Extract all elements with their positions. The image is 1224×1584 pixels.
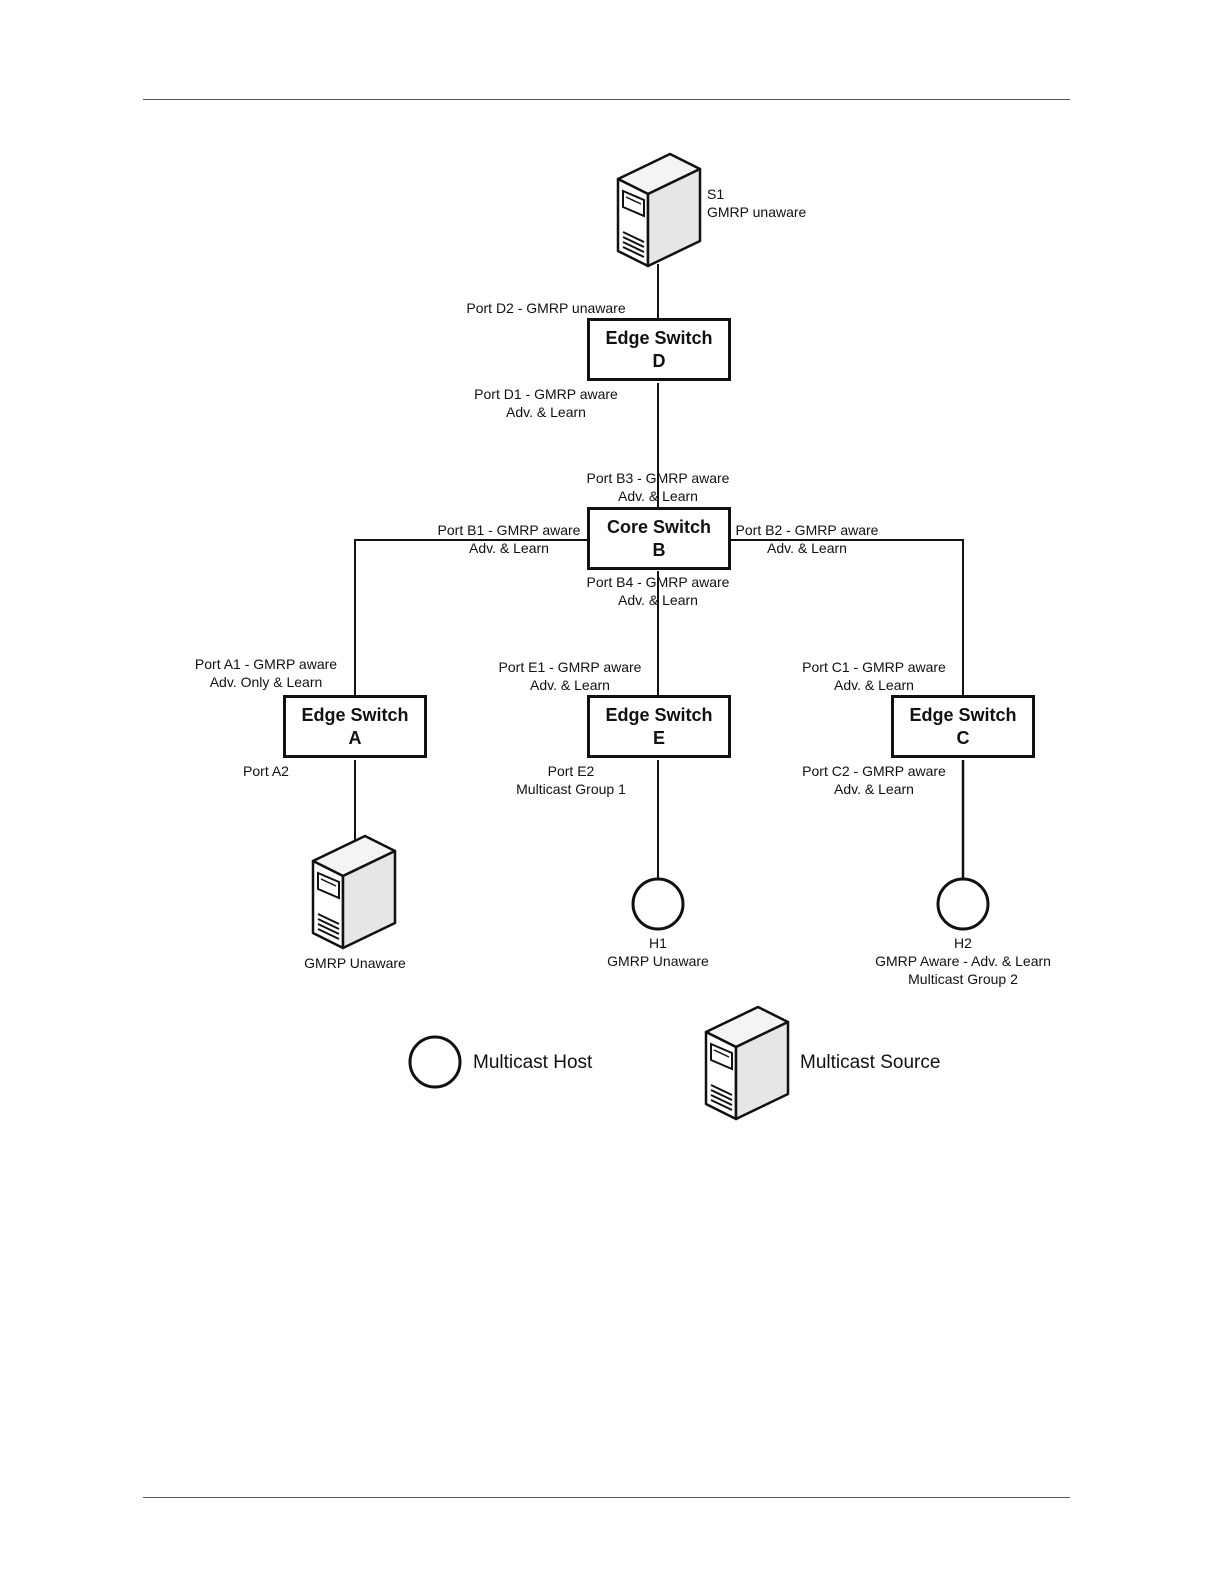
- port-a1-label: Port A1 - GMRP aware Adv. Only & Learn: [195, 655, 337, 691]
- node-label-line: GMRP unaware: [707, 204, 807, 220]
- port-label-line: Port A1 - GMRP aware: [194, 656, 338, 672]
- core-switch-b: Core Switch B: [587, 507, 731, 570]
- port-c1-label: Port C1 - GMRP aware Adv. & Learn: [802, 658, 946, 694]
- switch-id: E: [652, 727, 665, 748]
- port-a2-label: Port A2: [243, 762, 289, 780]
- port-e1-label: Port E1 - GMRP aware Adv. & Learn: [499, 658, 642, 694]
- node-label-line: H1: [649, 935, 667, 951]
- node-label-line: H2: [954, 935, 972, 951]
- switch-name: Core Switch: [606, 516, 712, 537]
- port-label-line: Adv. & Learn: [530, 677, 610, 693]
- node-label-line: S1: [707, 186, 725, 202]
- switch-name: Edge Switch: [301, 704, 409, 725]
- port-b3-label: Port B3 - GMRP aware Adv. & Learn: [587, 469, 730, 505]
- host-circle-icon: [631, 877, 685, 931]
- server-icon: [704, 1005, 790, 1121]
- switch-id: C: [956, 727, 970, 748]
- edge-switch-c: Edge Switch C: [891, 695, 1035, 758]
- bottom-rule: [143, 1497, 1070, 1498]
- port-label-line: Port C1 - GMRP aware: [802, 659, 946, 675]
- switch-name: Edge Switch: [909, 704, 1017, 725]
- top-rule: [143, 99, 1070, 100]
- port-label-line: Adv. Only & Learn: [209, 674, 323, 690]
- port-label-line: Port A2: [243, 763, 289, 779]
- node-label-line: GMRP Unaware: [607, 953, 709, 969]
- port-label-line: Port B1 - GMRP aware: [437, 522, 581, 538]
- switch-name: Edge Switch: [605, 327, 713, 348]
- port-label-line: Port D1 - GMRP aware: [474, 386, 618, 402]
- h2-label: H2 GMRP Aware - Adv. & Learn Multicast G…: [875, 934, 1051, 988]
- edge-switch-d: Edge Switch D: [587, 318, 731, 381]
- server-a-label: GMRP Unaware: [304, 954, 406, 972]
- server-icon: [311, 834, 397, 950]
- port-e2-label: Port E2 Multicast Group 1: [516, 762, 626, 798]
- port-label-line: Adv. & Learn: [506, 404, 586, 420]
- port-label-line: Multicast Group 1: [516, 781, 626, 797]
- host-circle-icon: [408, 1035, 462, 1089]
- port-label-line: Port B2 - GMRP aware: [735, 522, 879, 538]
- server-icon: [616, 152, 702, 268]
- node-label-line: GMRP Unaware: [304, 955, 406, 971]
- edge-switch-a: Edge Switch A: [283, 695, 427, 758]
- port-label-line: Adv. & Learn: [618, 592, 698, 608]
- port-label-line: Adv. & Learn: [618, 488, 698, 504]
- h1-label: H1 GMRP Unaware: [607, 934, 709, 970]
- port-b1-label: Port B1 - GMRP aware Adv. & Learn: [438, 521, 581, 557]
- port-d1-label: Port D1 - GMRP aware Adv. & Learn: [474, 385, 618, 421]
- switch-id: B: [652, 539, 666, 560]
- switch-id: A: [348, 727, 362, 748]
- port-label-line: Adv. & Learn: [834, 677, 914, 693]
- legend-host-label: Multicast Host: [473, 1052, 593, 1073]
- port-label-line: Adv. & Learn: [834, 781, 914, 797]
- node-label-line: Multicast Group 2: [908, 971, 1018, 987]
- port-label-line: Port E1 - GMRP aware: [498, 659, 642, 675]
- host-circle-icon: [936, 877, 990, 931]
- link-b-a: [354, 539, 589, 697]
- port-label-line: Port B4 - GMRP aware: [586, 574, 730, 590]
- legend-source-label: Multicast Source: [800, 1052, 941, 1073]
- port-label-line: Port C2 - GMRP aware: [802, 763, 946, 779]
- port-b4-label: Port B4 - GMRP aware Adv. & Learn: [587, 573, 730, 609]
- port-label-line: Adv. & Learn: [767, 540, 847, 556]
- s1-label: S1 GMRP unaware: [707, 185, 806, 221]
- port-d2-label: Port D2 - GMRP unaware: [466, 299, 625, 317]
- switch-id: D: [652, 350, 666, 371]
- port-b2-label: Port B2 - GMRP aware Adv. & Learn: [736, 521, 879, 557]
- switch-name: Edge Switch: [605, 704, 713, 725]
- port-label-line: Port B3 - GMRP aware: [586, 470, 730, 486]
- port-label-line: Adv. & Learn: [469, 540, 549, 556]
- port-label-line: Port D2 - GMRP unaware: [466, 300, 626, 316]
- link-b-c: [731, 539, 964, 697]
- port-c2-label: Port C2 - GMRP aware Adv. & Learn: [802, 762, 946, 798]
- node-label-line: GMRP Aware - Adv. & Learn: [875, 953, 1051, 969]
- edge-switch-e: Edge Switch E: [587, 695, 731, 758]
- port-label-line: Port E2: [547, 763, 595, 779]
